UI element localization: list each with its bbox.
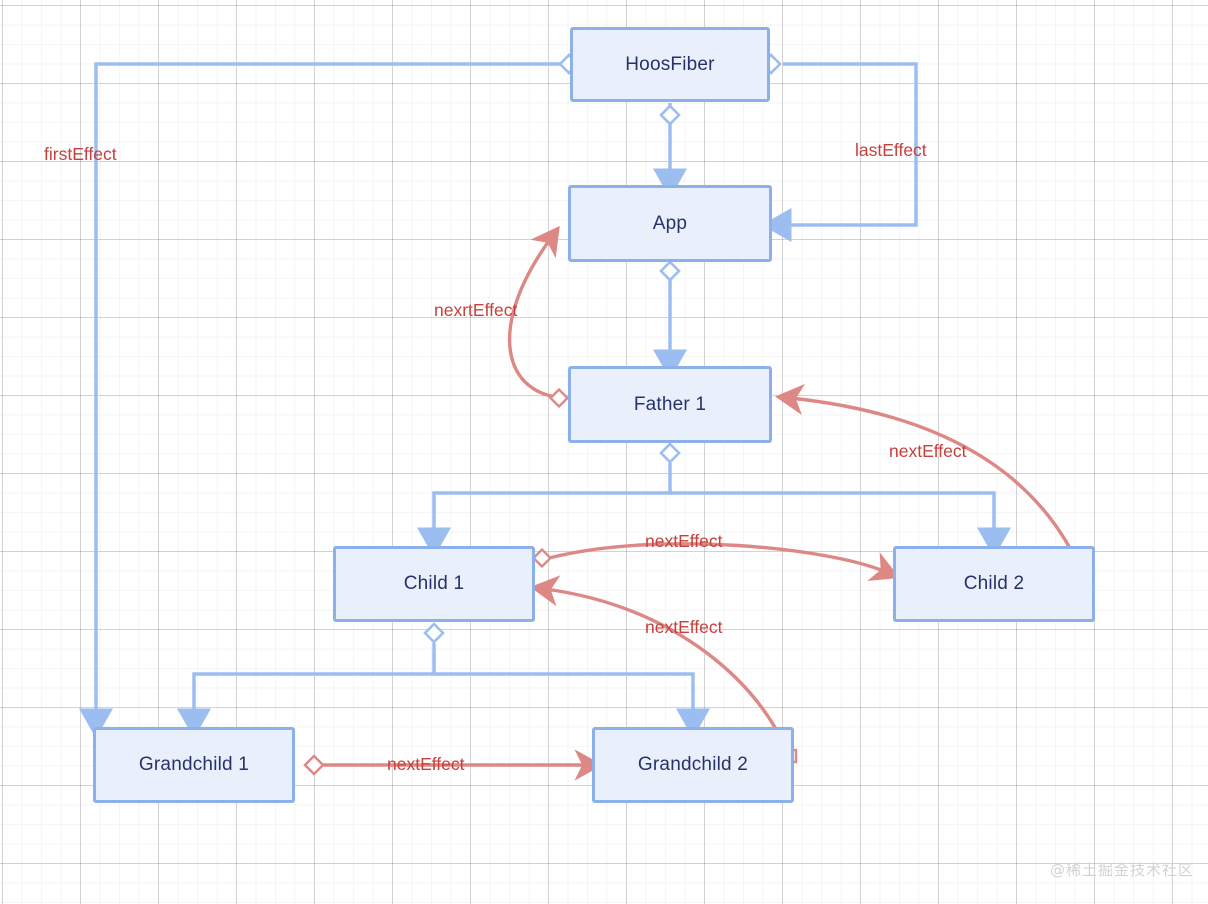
tree-edge-first-effect bbox=[78, 53, 580, 739]
effect-edge-father1-app bbox=[507, 225, 570, 409]
node-app-label: App bbox=[652, 212, 688, 234]
edge-label-next-effect-grandchild1-grandchild2: nextEffect bbox=[387, 754, 465, 774]
tree-edge-child1-grandchildren bbox=[176, 622, 711, 739]
node-grandchild2[interactable]: Grandchild 2 bbox=[592, 727, 794, 803]
node-app[interactable]: App bbox=[568, 185, 772, 262]
node-grandchild2-label: Grandchild 2 bbox=[637, 754, 749, 775]
edge-label-next-effect-child2-father1: nextEffect bbox=[889, 441, 967, 461]
tree-edge-hoosfiber-app bbox=[652, 103, 688, 199]
edge-label-next-effect-child1-child2: nextEffect bbox=[645, 531, 723, 551]
node-child2[interactable]: Child 2 bbox=[893, 546, 1095, 622]
edge-label-first-effect: firstEffect bbox=[44, 144, 117, 164]
node-child1[interactable]: Child 1 bbox=[333, 546, 535, 622]
edge-label-nexrt-effect: nexrtEffect bbox=[434, 300, 518, 320]
tree-edge-app-father1 bbox=[652, 260, 688, 380]
node-child2-label: Child 2 bbox=[963, 573, 1025, 594]
node-father1-label: Father 1 bbox=[633, 393, 707, 415]
node-grandchild1[interactable]: Grandchild 1 bbox=[93, 727, 295, 803]
watermark: @稀土掘金技术社区 bbox=[1049, 861, 1194, 879]
node-father1[interactable]: Father 1 bbox=[568, 366, 772, 443]
node-child1-label: Child 1 bbox=[403, 573, 465, 594]
edge-label-next-effect-grandchild2-child1: nextEffect bbox=[645, 617, 723, 637]
node-hoosfiber[interactable]: HoosFiber bbox=[570, 27, 770, 102]
edge-label-last-effect: lastEffect bbox=[855, 140, 927, 160]
node-grandchild1-label: Grandchild 1 bbox=[138, 754, 250, 775]
node-hoosfiber-label: HoosFiber bbox=[625, 53, 715, 75]
